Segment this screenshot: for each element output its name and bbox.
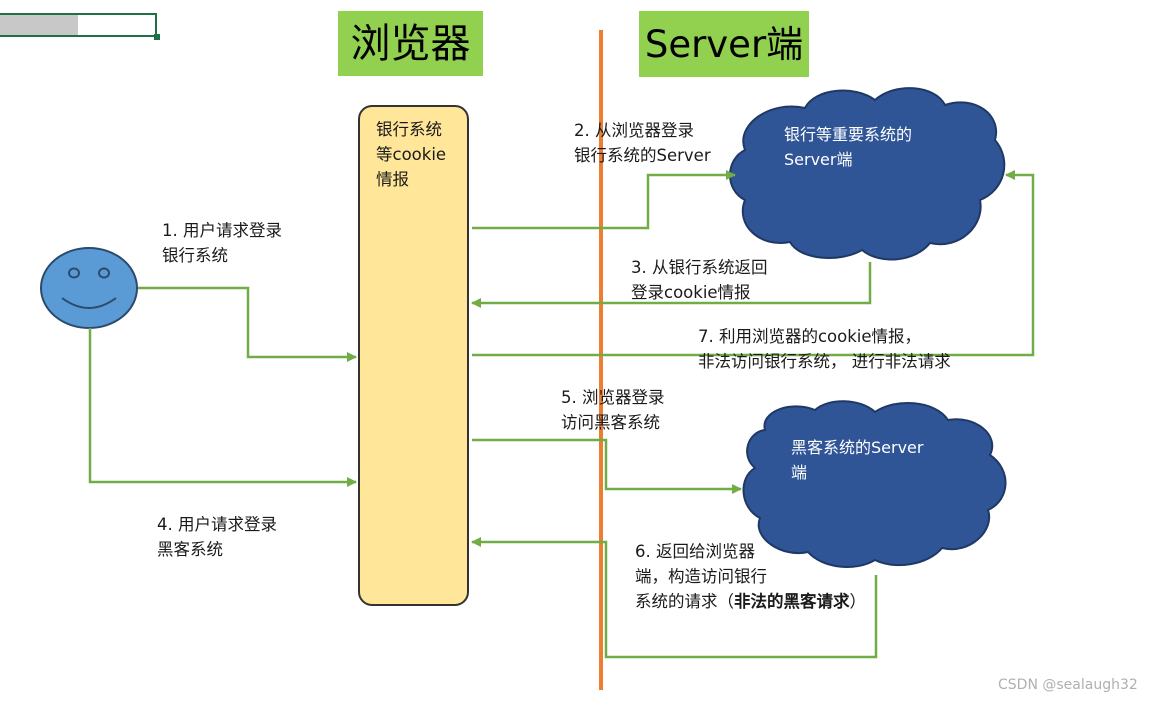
- step6-illegal-request-text: 非法的黑客请求: [734, 592, 850, 611]
- cell-fill-handle: [154, 34, 160, 40]
- step5-label: 5. 浏览器登录 访问黑客系统: [561, 388, 665, 432]
- arrow-step2-browser-to-bank: [472, 170, 736, 230]
- arrow-step1-user-to-browser: [138, 286, 357, 362]
- watermark: CSDN @sealaugh32: [998, 677, 1138, 693]
- step6-label: 6. 返回给浏览器 端，构造访问银行 系统的请求（非法的黑客请求）: [635, 542, 866, 611]
- hacker-server-label: 黑客系统的Server 端: [791, 438, 924, 482]
- bank-server-label: 银行等重要系统的 Server端: [784, 125, 913, 169]
- arrow-step3-bank-to-browser: [471, 262, 872, 308]
- step1-label: 1. 用户请求登录 银行系统: [162, 221, 282, 265]
- arrow-step7-browser-to-bank: [472, 170, 1035, 357]
- server-header-text: Server端: [644, 22, 804, 66]
- server-header: Server端: [639, 11, 809, 77]
- bank-server-cloud: [729, 87, 1006, 261]
- step4-label: 4. 用户请求登录 黑客系统: [157, 515, 277, 559]
- arrow-step6-hacker-to-browser: [471, 537, 878, 659]
- browser-header-text: 浏览器: [350, 20, 471, 67]
- user-face-icon: [40, 247, 138, 329]
- arrow-step5-browser-to-hacker: [472, 438, 742, 494]
- browser-header: 浏览器: [338, 11, 483, 76]
- step7-label: 7. 利用浏览器的cookie情报， 非法访问银行系统， 进行非法请求: [698, 327, 951, 371]
- step2-label: 2. 从浏览器登录 银行系统的Server: [574, 121, 711, 165]
- hacker-server-cloud: [742, 400, 1007, 568]
- browser-bar: [358, 105, 469, 606]
- arrow-step4-user-to-browser: [88, 328, 357, 487]
- cell-selection-fill: [0, 15, 78, 35]
- browser-bar-label: 银行系统 等cookie 情报: [376, 120, 447, 189]
- step3-label: 3. 从银行系统返回 登录cookie情报: [631, 258, 768, 302]
- cell-selection-border: [0, 13, 157, 37]
